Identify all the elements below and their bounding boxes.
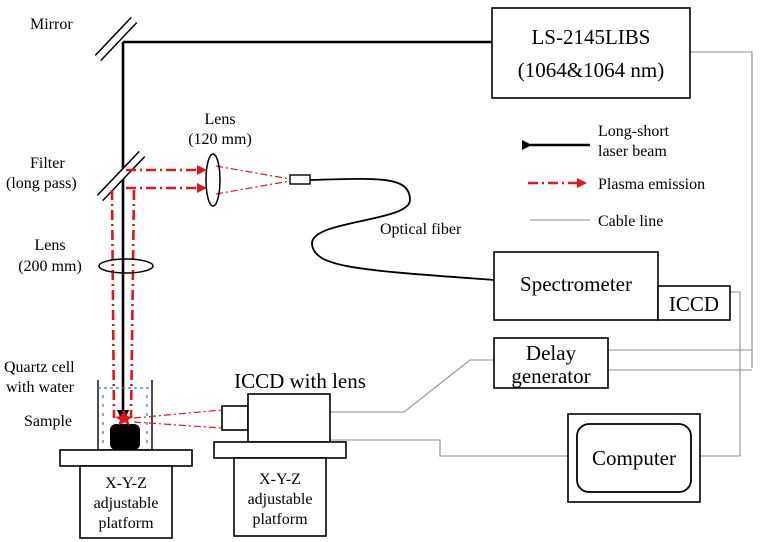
legend-laser-line1: Long-short xyxy=(598,123,670,140)
quartz-cell-label-1: Quartz cell xyxy=(4,359,75,376)
laser-source: LS-2145LIBS (1064&1064 nm) xyxy=(491,7,691,99)
lens-top-focal-label: (120 mm) xyxy=(188,131,252,148)
legend: Long-short laser beam Plasma emission Ca… xyxy=(522,123,705,230)
plasma-emission-beams xyxy=(110,165,291,419)
legend-cable: Cable line xyxy=(598,213,663,230)
lens-120mm: Lens (120 mm) xyxy=(188,111,252,207)
delay-generator-line1: Delay xyxy=(526,341,577,365)
legend-laser-line2: laser beam xyxy=(598,143,667,160)
mirror-label: Mirror xyxy=(30,16,73,33)
sample-label: Sample xyxy=(24,413,72,430)
mirror: Mirror xyxy=(30,16,138,62)
platform-right-line3: platform xyxy=(252,511,308,528)
platform-right-line2: adjustable xyxy=(248,491,313,508)
optical-fiber-label: Optical fiber xyxy=(380,221,462,238)
laser-wavelength: (1064&1064 nm) xyxy=(518,58,664,82)
quartz-cell-label-2: with water xyxy=(6,379,75,396)
plasma-to-iccd xyxy=(133,409,223,429)
filter-type-label: (long pass) xyxy=(6,175,77,192)
platform-left: X-Y-Z adjustable platform xyxy=(59,449,193,539)
quartz-cell: Quartz cell with water Sample xyxy=(4,359,153,451)
iccd-lens-label: ICCD with lens xyxy=(234,369,366,393)
laser-name: LS-2145LIBS xyxy=(531,25,650,49)
optical-fiber: Optical fiber xyxy=(289,174,495,281)
spectrometer-label: Spectrometer xyxy=(520,272,632,296)
delay-generator-line2: generator xyxy=(511,364,590,388)
filter-label: Filter xyxy=(30,155,65,172)
computer-label: Computer xyxy=(592,446,676,470)
lens-bottom-focal-label: (200 mm) xyxy=(18,258,82,275)
cable-lines xyxy=(330,51,753,457)
platform-left-line1: X-Y-Z xyxy=(105,475,147,492)
platform-right-line1: X-Y-Z xyxy=(259,471,301,488)
computer: Computer xyxy=(567,413,701,503)
lens-top-label: Lens xyxy=(204,111,235,128)
filter: Filter (long pass) xyxy=(6,150,146,202)
delay-generator: Delay generator xyxy=(493,337,609,389)
spectrometer: Spectrometer xyxy=(493,251,659,321)
platform-right: X-Y-Z adjustable platform xyxy=(213,441,347,537)
iccd-camera: ICCD with lens xyxy=(221,369,366,443)
iccd-label: ICCD xyxy=(669,292,719,316)
lens-200mm: Lens (200 mm) xyxy=(18,237,154,275)
sample-block xyxy=(110,424,140,450)
legend-plasma: Plasma emission xyxy=(598,176,705,193)
platform-left-line3: platform xyxy=(98,515,154,532)
lens-bottom-label: Lens xyxy=(34,237,65,254)
platform-left-line2: adjustable xyxy=(94,495,159,512)
plasma-spark xyxy=(115,410,133,426)
iccd-module: ICCD xyxy=(657,285,731,321)
